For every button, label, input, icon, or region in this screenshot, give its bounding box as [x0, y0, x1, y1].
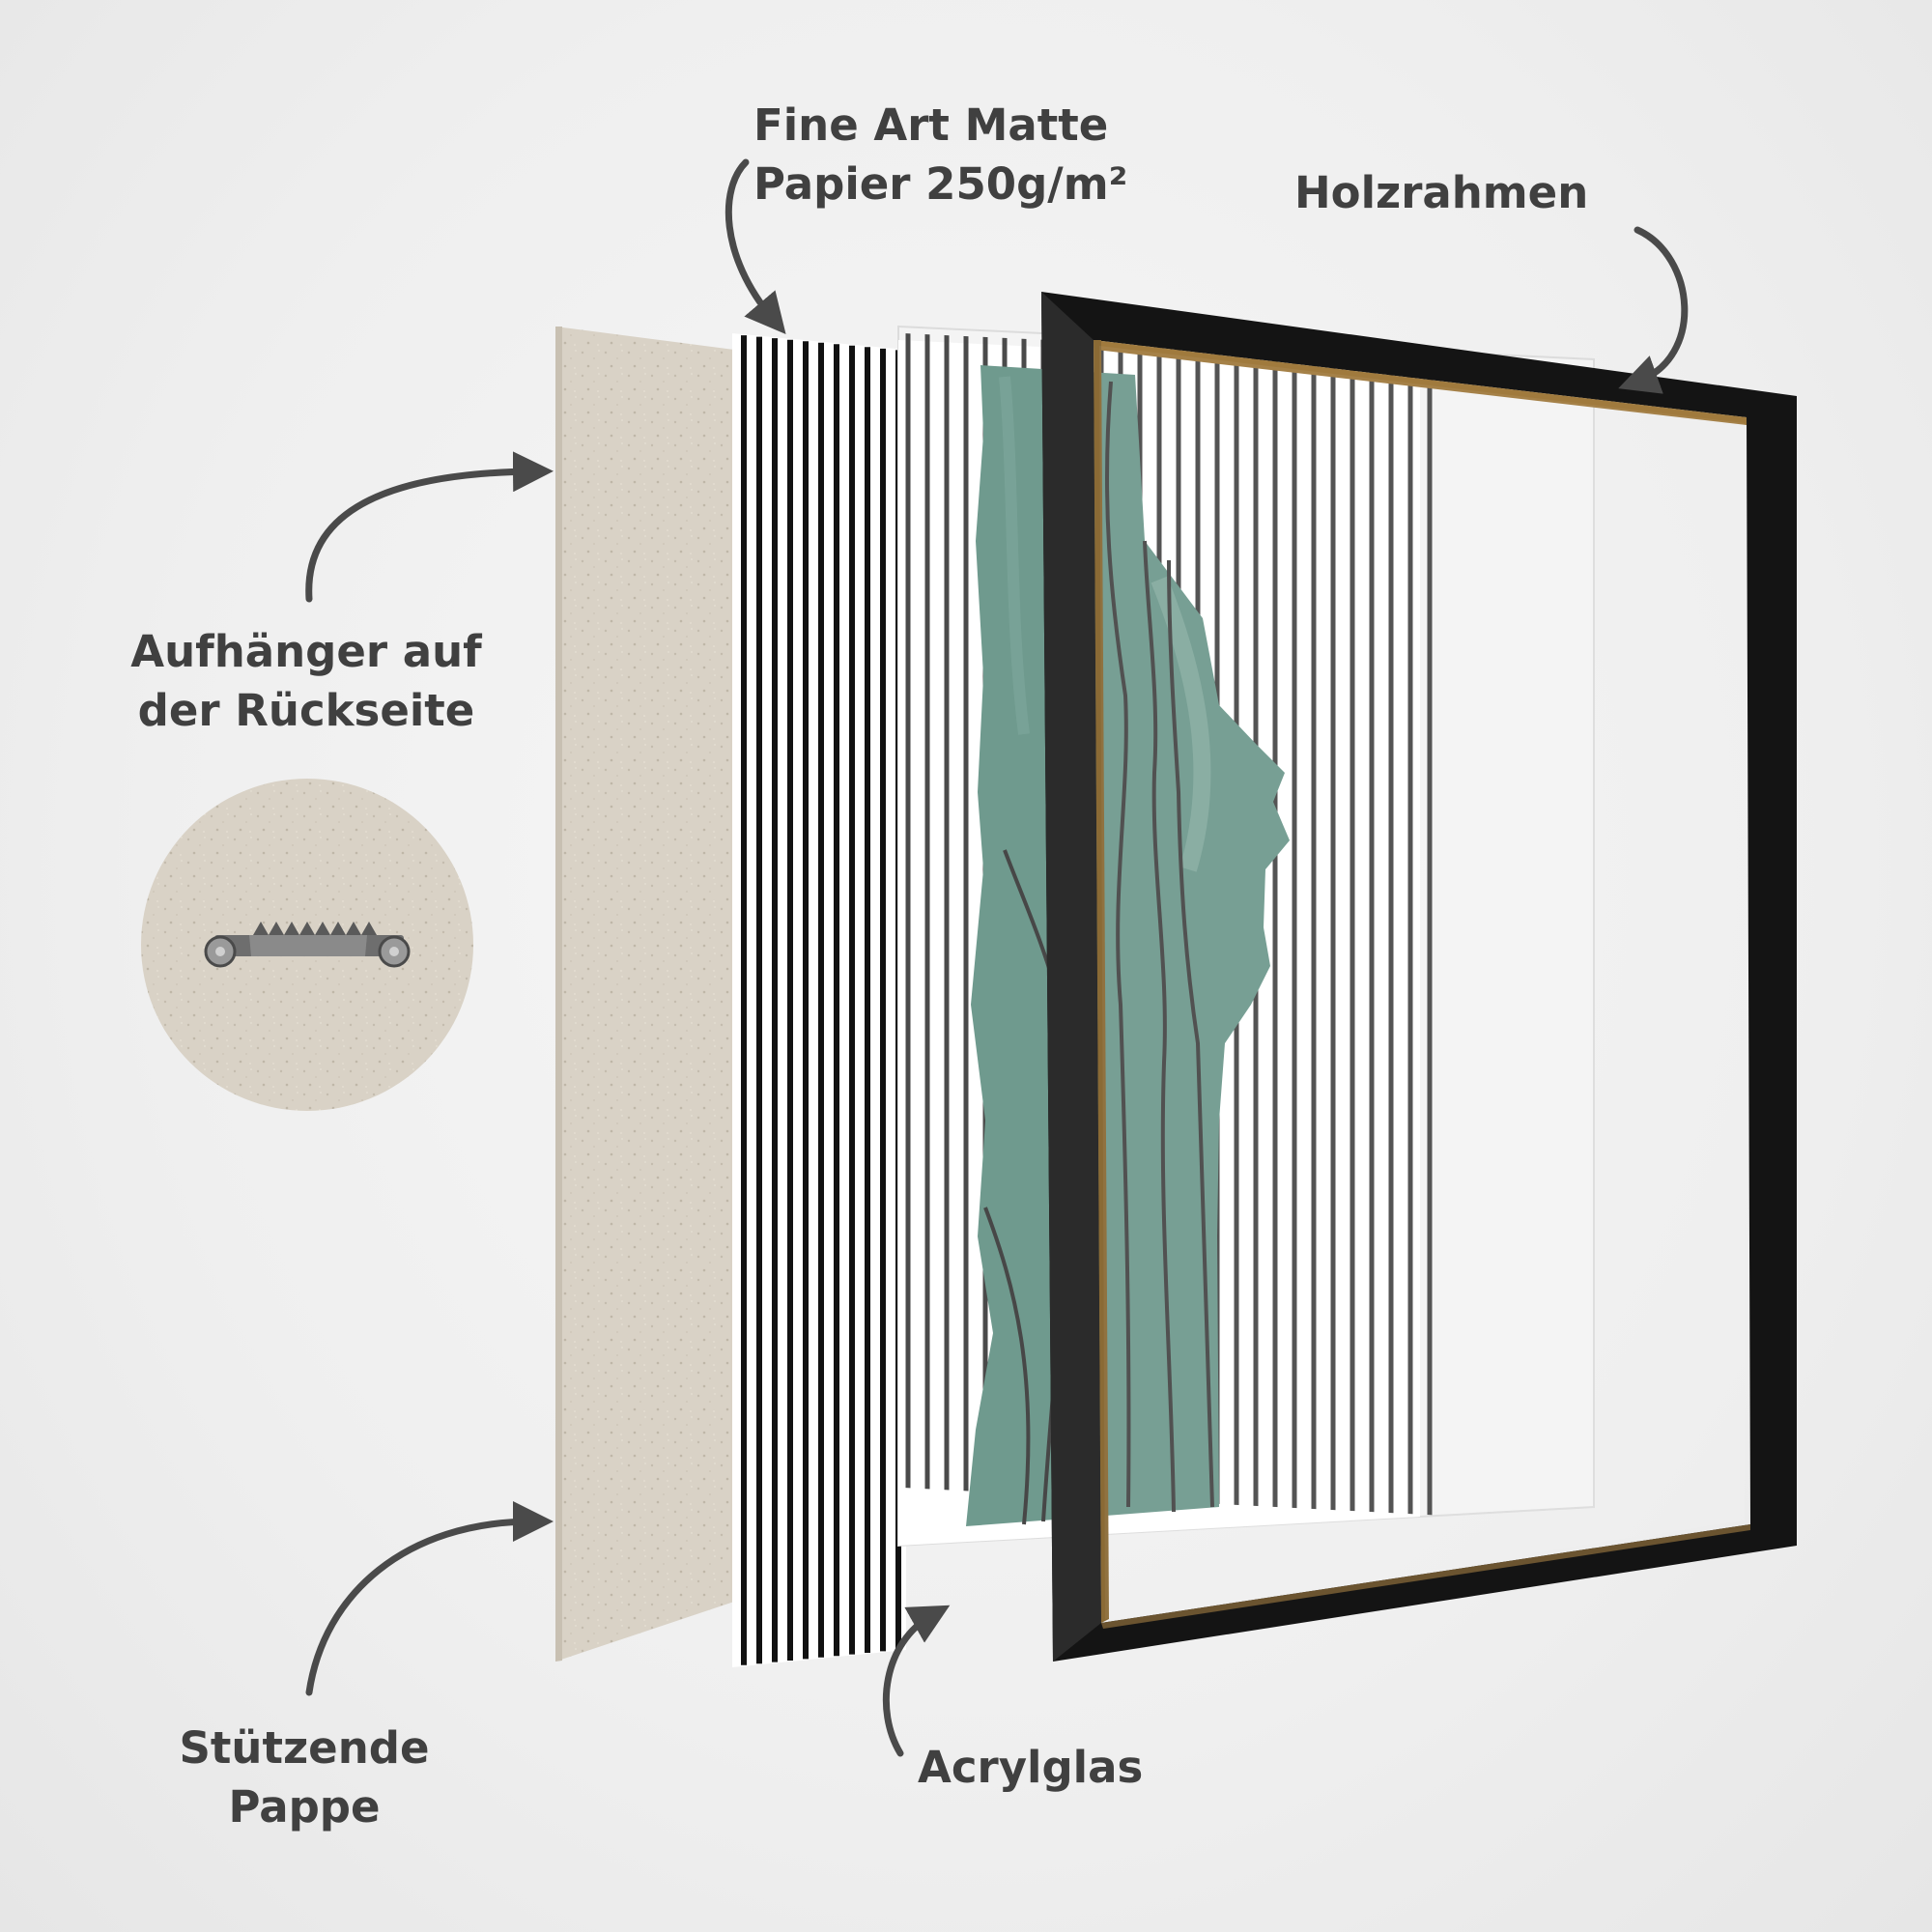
- label-line: Papier 250g/m²: [753, 157, 1128, 210]
- curved-arrow-icon: [305, 451, 554, 603]
- label-acrylic-glass: Acrylglas: [918, 1739, 1143, 1798]
- label-fine-art-paper: Fine Art Matte Papier 250g/m²: [753, 97, 1127, 214]
- label-line: der Rückseite: [137, 684, 475, 736]
- striped-paper-sheet: [732, 333, 906, 1667]
- backing-board: [555, 327, 734, 1662]
- curved-arrow-icon: [724, 158, 786, 335]
- sawtooth-hanger-icon: [204, 922, 411, 968]
- label-hanger-back: Aufhänger auf der Rückseite: [108, 623, 504, 741]
- label-line: Fine Art Matte: [753, 99, 1109, 151]
- label-backing-board: Stützende Pappe: [145, 1719, 464, 1837]
- label-line: Acrylglas: [918, 1742, 1144, 1793]
- label-line: Aufhänger auf: [130, 626, 482, 677]
- hanger-detail-circle: [141, 779, 473, 1111]
- curved-arrow-icon: [1618, 226, 1689, 394]
- curved-arrow-icon: [305, 1501, 554, 1696]
- label-line: Stützende: [179, 1722, 430, 1774]
- curved-arrow-icon: [882, 1605, 951, 1757]
- label-line: Holzrahmen: [1294, 167, 1589, 218]
- wooden-frame: [1041, 292, 1797, 1662]
- artwork-print: [898, 333, 1433, 1546]
- label-wooden-frame: Holzrahmen: [1294, 164, 1588, 223]
- label-line: Pappe: [228, 1780, 381, 1833]
